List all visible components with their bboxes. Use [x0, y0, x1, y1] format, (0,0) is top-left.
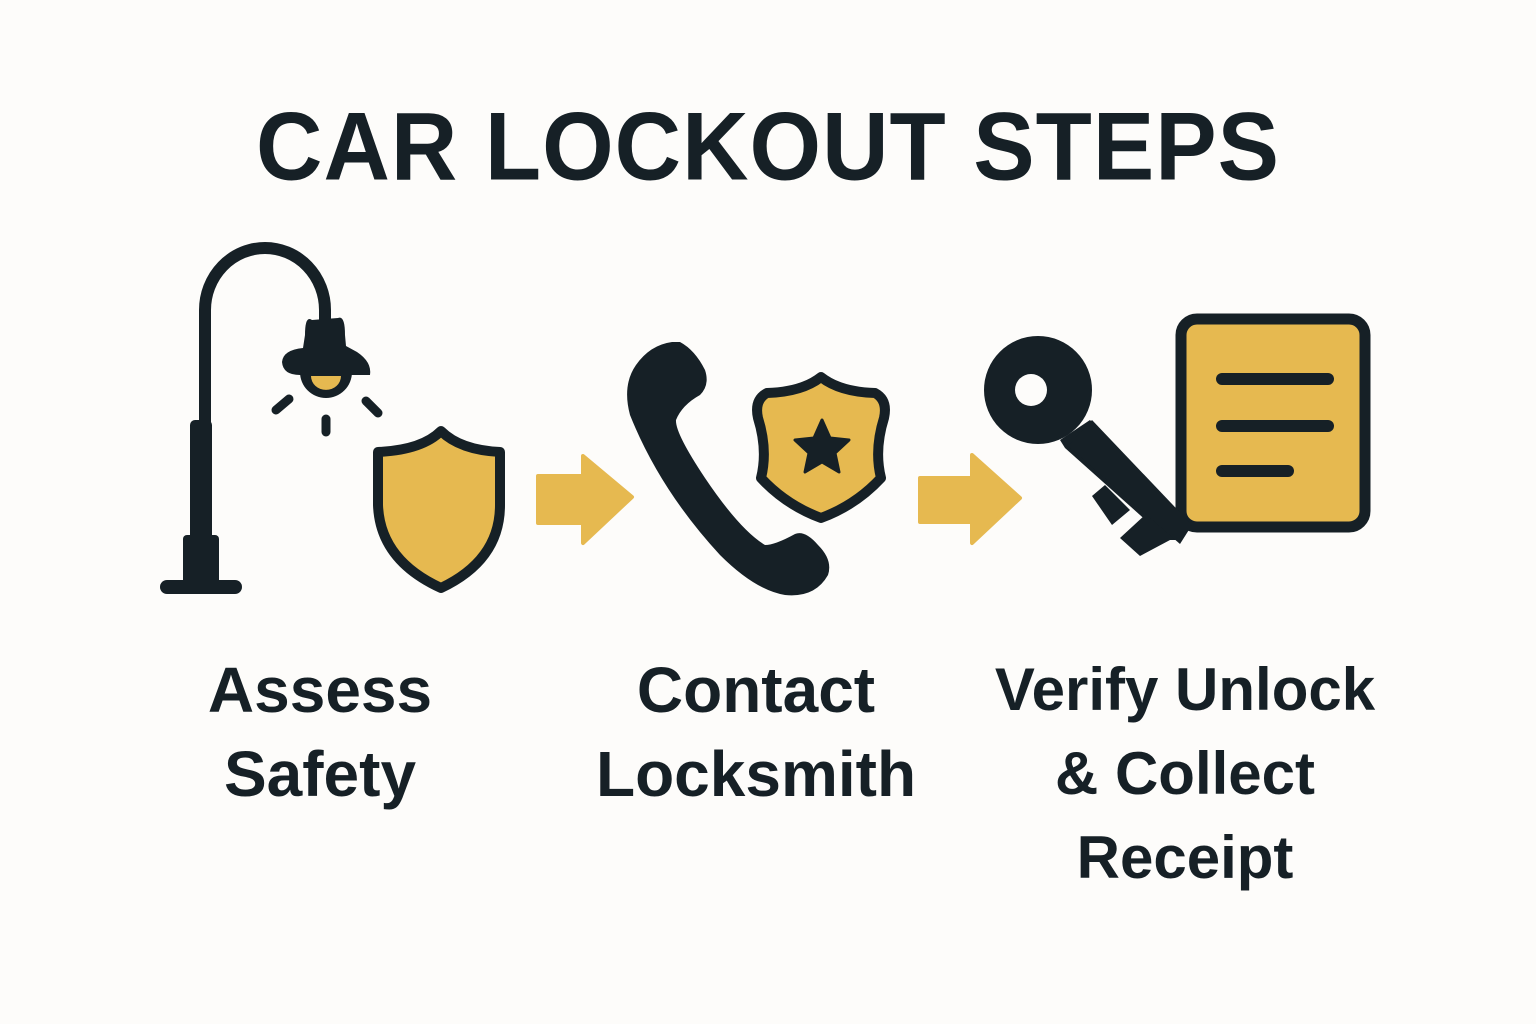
step-1-label-line: Safety [223, 738, 417, 810]
step-3-label-line: Verify Unlock [994, 656, 1376, 723]
arrow-right-icon [918, 453, 1022, 545]
street-lamp-icon [160, 242, 383, 594]
police-badge-icon [752, 372, 890, 523]
step-2-label-line: Contact [636, 654, 876, 726]
step-1-label-line: Assess [207, 654, 433, 726]
step-2-label-line: Locksmith [595, 738, 917, 810]
step-3-label: Verify Unlock & Collect Receipt [960, 648, 1410, 900]
phone-icon [627, 342, 830, 596]
diagram-title: CAR LOCKOUT STEPS [256, 93, 1280, 201]
step-2-label: Contact Locksmith [556, 648, 956, 816]
step-1-label: Assess Safety [160, 648, 480, 816]
shield-icon [373, 426, 505, 593]
step-3-label-line: & Collect [1054, 740, 1316, 807]
receipt-document-icon [1175, 313, 1371, 533]
key-icon [984, 336, 1192, 556]
arrow-right-icon [536, 454, 634, 545]
step-3-label-line: Receipt [1076, 824, 1294, 891]
